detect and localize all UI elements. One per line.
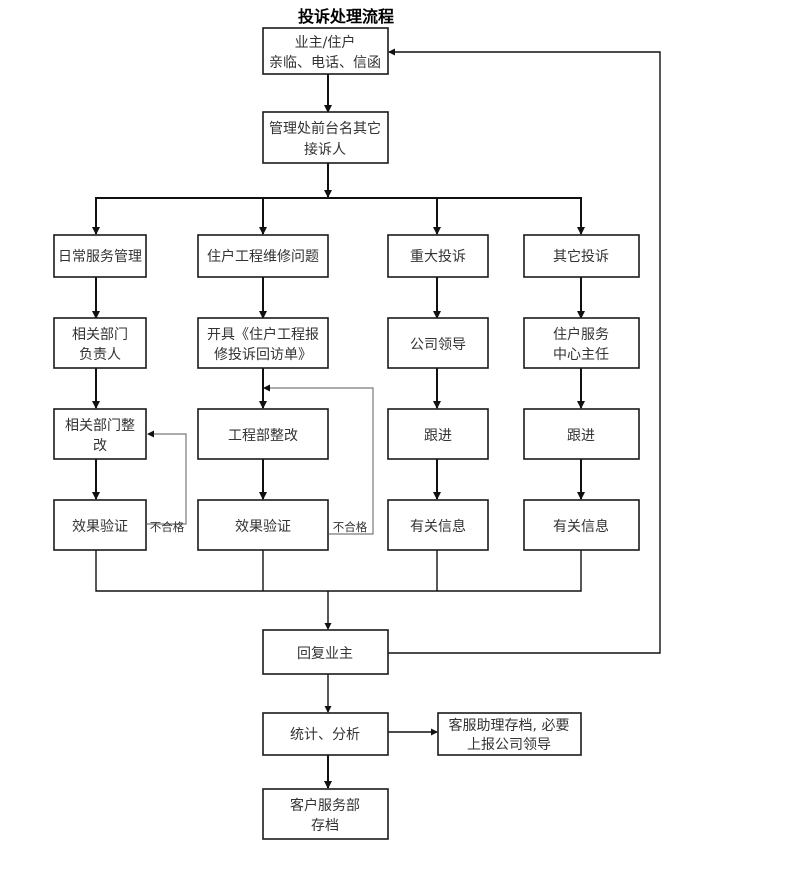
node-daily-owner-line1: 相关部门 <box>72 327 128 343</box>
node-cat-engineering: 住户工程维修问题 <box>197 234 329 278</box>
node-eng-fix: 工程部整改 <box>197 408 329 460</box>
node-other-director: 住户服务 中心主任 <box>523 317 640 369</box>
node-other-director-line1: 住户服务 <box>553 326 609 343</box>
node-dept-archive: 客户服务部 存档 <box>262 788 389 840</box>
node-assistant-archive: 客服助理存档, 必要 上报公司领导 <box>437 712 582 756</box>
node-reception: 管理处前台名其它 接诉人 <box>262 111 389 164</box>
node-major-follow-label: 跟进 <box>424 428 452 444</box>
node-daily-fix-line2: 改 <box>93 438 107 454</box>
node-cat-other: 其它投诉 <box>523 234 640 278</box>
node-eng-form-line2: 修投诉回访单》 <box>214 347 312 363</box>
node-reply: 回复业主 <box>262 629 389 675</box>
node-daily-owner-line2: 负责人 <box>79 347 121 363</box>
node-cat-daily: 日常服务管理 <box>53 234 147 278</box>
node-eng-form: 开具《住户工程报 修投诉回访单》 <box>197 317 329 369</box>
node-cat-other-label: 其它投诉 <box>553 248 609 265</box>
node-source: 业主/住户 亲临、电话、信函 <box>262 27 389 75</box>
node-eng-verify-label: 效果验证 <box>235 519 291 535</box>
edge-reply-feedback <box>388 48 661 654</box>
node-cat-engineering-label: 住户工程维修问题 <box>207 248 319 265</box>
node-eng-form-line1: 开具《住户工程报 <box>207 326 319 343</box>
node-daily-fix-line1: 相关部门整 <box>65 418 135 434</box>
node-cat-daily-label: 日常服务管理 <box>58 249 142 265</box>
node-major-info-label: 有关信息 <box>410 518 466 535</box>
node-reception-line2: 接诉人 <box>304 141 346 158</box>
node-stats: 统计、分析 <box>262 712 389 756</box>
node-dept-archive-line1: 客户服务部 <box>290 797 360 814</box>
edge-merge-bus <box>95 550 582 592</box>
node-source-line2: 亲临、电话、信函 <box>269 55 381 71</box>
node-daily-verify-label: 效果验证 <box>72 519 128 535</box>
node-major-info: 有关信息 <box>387 499 489 551</box>
edge-daily-fail-loop <box>147 430 187 525</box>
node-assistant-archive-line2: 上报公司领导 <box>467 737 551 753</box>
edge-label-eng-fail: 不合格 <box>333 520 368 534</box>
node-daily-verify: 效果验证 <box>53 499 147 551</box>
node-other-follow: 跟进 <box>523 408 640 460</box>
node-cat-major: 重大投诉 <box>387 234 489 278</box>
node-other-director-line2: 中心主任 <box>553 347 609 363</box>
node-cat-major-label: 重大投诉 <box>410 249 466 265</box>
node-daily-owner: 相关部门 负责人 <box>53 317 147 369</box>
connectors <box>92 48 661 789</box>
chart-title: 投诉处理流程 <box>298 7 394 26</box>
edge-eng-fail-loop <box>263 384 374 535</box>
node-eng-verify: 效果验证 <box>197 499 329 551</box>
edge-branch-bus <box>95 197 582 234</box>
node-dept-archive-line2: 存档 <box>311 818 339 834</box>
node-other-follow-label: 跟进 <box>567 428 595 444</box>
node-other-info-label: 有关信息 <box>553 518 609 535</box>
node-other-info: 有关信息 <box>523 499 640 551</box>
node-reception-line1: 管理处前台名其它 <box>269 120 381 137</box>
node-major-leader: 公司领导 <box>387 317 489 369</box>
node-reply-label: 回复业主 <box>297 645 353 662</box>
node-major-follow: 跟进 <box>387 408 489 460</box>
node-source-line1: 业主/住户 <box>295 34 356 51</box>
node-stats-label: 统计、分析 <box>290 727 360 743</box>
edge-label-daily-fail: 不合格 <box>150 520 185 534</box>
node-eng-fix-label: 工程部整改 <box>228 428 298 444</box>
node-daily-fix: 相关部门整 改 <box>53 408 147 460</box>
node-major-leader-label: 公司领导 <box>410 337 466 353</box>
node-assistant-archive-line1: 客服助理存档, 必要 <box>449 717 570 734</box>
